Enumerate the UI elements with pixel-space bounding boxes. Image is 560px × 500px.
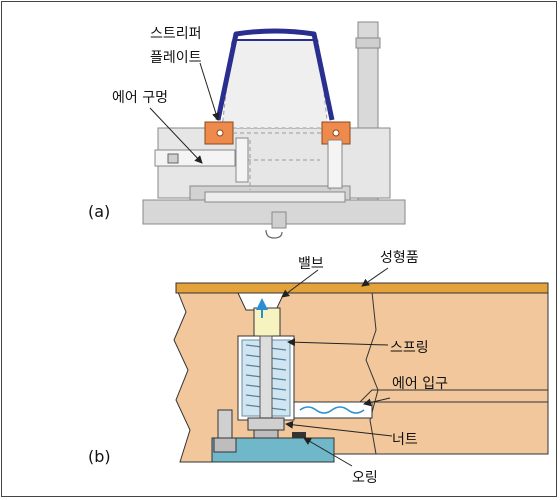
leader-air-inlet — [363, 397, 391, 407]
molded-cup — [215, 28, 335, 121]
leader-o-ring — [303, 437, 353, 467]
label-spring: 스프링 — [390, 340, 429, 356]
stripper-bolt-left — [216, 129, 224, 137]
molded-part — [175, 282, 549, 294]
figure-a-drawing — [142, 21, 406, 239]
air-hole-riser — [235, 137, 249, 183]
label-stripper-line2: 플레이트 — [150, 50, 202, 66]
o-ring — [292, 432, 306, 438]
leader-valve — [281, 269, 319, 298]
leader-spring — [287, 338, 389, 347]
valve-rod — [259, 335, 273, 421]
air-flow-wave — [299, 406, 365, 414]
leader-molded-part — [361, 267, 389, 287]
guide-pin-collar — [355, 37, 381, 49]
sprue-bush — [271, 211, 287, 229]
leader-nut — [285, 420, 393, 437]
air-hole-fitting — [167, 153, 179, 164]
air-inlet-outline — [294, 389, 549, 403]
air-hole-channel — [154, 149, 236, 167]
valve-riser-a — [327, 139, 343, 189]
figure-b-tag: (b) — [88, 447, 111, 466]
label-stripper-line1: 스트리퍼 — [150, 26, 202, 42]
core-outline — [221, 39, 329, 129]
label-valve: 밸브 — [298, 256, 324, 272]
bolt-head — [213, 437, 237, 453]
figure-a-tag: (a) — [88, 202, 110, 221]
hook-mark — [265, 229, 283, 239]
figure-b-drawing — [173, 267, 549, 467]
label-nut: 너트 — [392, 432, 418, 448]
leader-stripper — [199, 62, 220, 121]
ejector-rod-a — [204, 191, 346, 203]
nut — [247, 417, 285, 431]
label-molded-part: 성형품 — [380, 250, 419, 266]
label-o-ring: 오링 — [352, 470, 378, 486]
label-air-hole: 에어 구멍 — [112, 90, 168, 106]
valve-stem — [253, 307, 281, 339]
bolt-shank — [217, 409, 233, 443]
label-air-inlet: 에어 입구 — [392, 376, 448, 392]
stripper-bolt-right — [332, 129, 340, 137]
leader-air-hole — [149, 107, 203, 164]
nut-washer — [253, 429, 279, 439]
break-line — [365, 291, 379, 455]
